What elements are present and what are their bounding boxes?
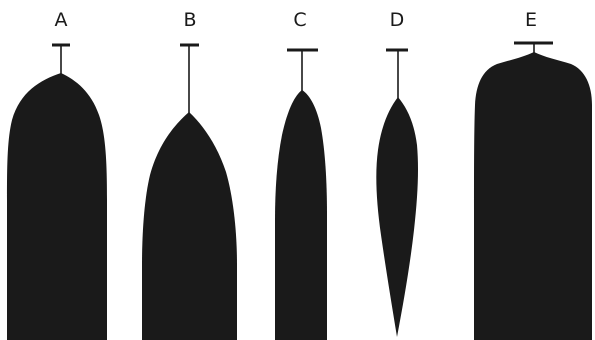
shape-a: A: [7, 9, 107, 340]
shape-c-label: C: [293, 9, 306, 31]
shape-a-label: A: [55, 9, 68, 31]
shape-d-label: D: [390, 9, 405, 31]
shape-b-body: [142, 112, 237, 340]
shape-d: D: [376, 9, 418, 337]
shape-e-body: [474, 52, 592, 340]
shape-e: E: [474, 9, 592, 340]
shape-c: C: [275, 9, 327, 340]
shape-b: B: [142, 9, 237, 340]
shape-a-body: [7, 73, 107, 340]
shape-e-label: E: [525, 9, 537, 31]
shape-b-label: B: [183, 9, 196, 31]
shape-c-body: [275, 90, 327, 340]
shape-d-body: [376, 97, 418, 337]
